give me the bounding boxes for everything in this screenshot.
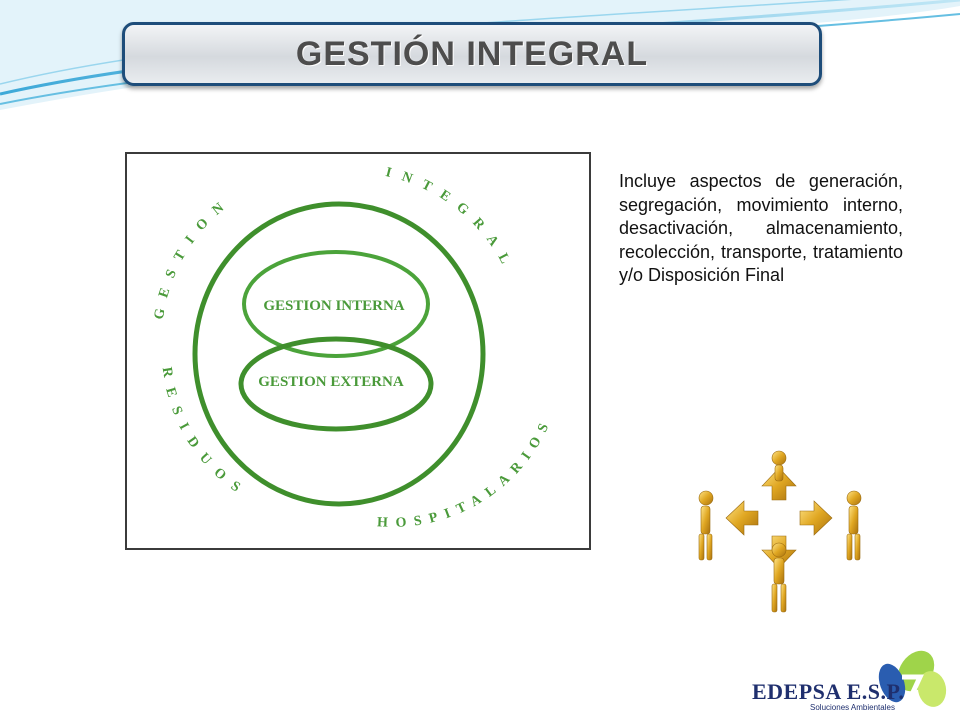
label-gestion-interna: GESTION INTERNA bbox=[263, 298, 404, 314]
svg-text:HOSPITALARIOS: HOSPITALARIOS bbox=[377, 414, 556, 531]
diagram-svg: GESTION INTERNA GESTION EXTERNA GESTION … bbox=[152, 165, 556, 531]
ring-word-hospitalarios: HOSPITALARIOS bbox=[377, 414, 548, 531]
label-gestion-externa: GESTION EXTERNA bbox=[258, 374, 404, 390]
outer-ring bbox=[192, 201, 486, 507]
ring-word-residuos: RESIDUOS bbox=[159, 366, 241, 501]
svg-text:GESTION: GESTION bbox=[152, 194, 236, 321]
svg-text:RESIDUOS: RESIDUOS bbox=[159, 366, 252, 501]
logo-name: EDEPSA E.S.P. bbox=[752, 679, 905, 704]
integral-management-diagram: GESTION INTERNA GESTION EXTERNA GESTION … bbox=[125, 152, 591, 550]
company-logo: EDEPSA E.S.P. Soluciones Ambientales bbox=[744, 645, 960, 720]
page-title: GESTIÓN INTEGRAL bbox=[295, 34, 649, 73]
title-bar: GESTIÓN INTEGRAL bbox=[122, 22, 822, 86]
logo-swirl-icon bbox=[878, 650, 947, 707]
inner-ring-top bbox=[242, 250, 430, 358]
people-with-arrows-icon bbox=[698, 450, 862, 613]
inner-ring-bottom bbox=[238, 336, 434, 432]
ring-word-gestion: GESTION bbox=[152, 194, 225, 321]
logo-tagline: Soluciones Ambientales bbox=[810, 703, 895, 712]
description-text: Incluye aspectos de generación, segregac… bbox=[619, 171, 903, 285]
